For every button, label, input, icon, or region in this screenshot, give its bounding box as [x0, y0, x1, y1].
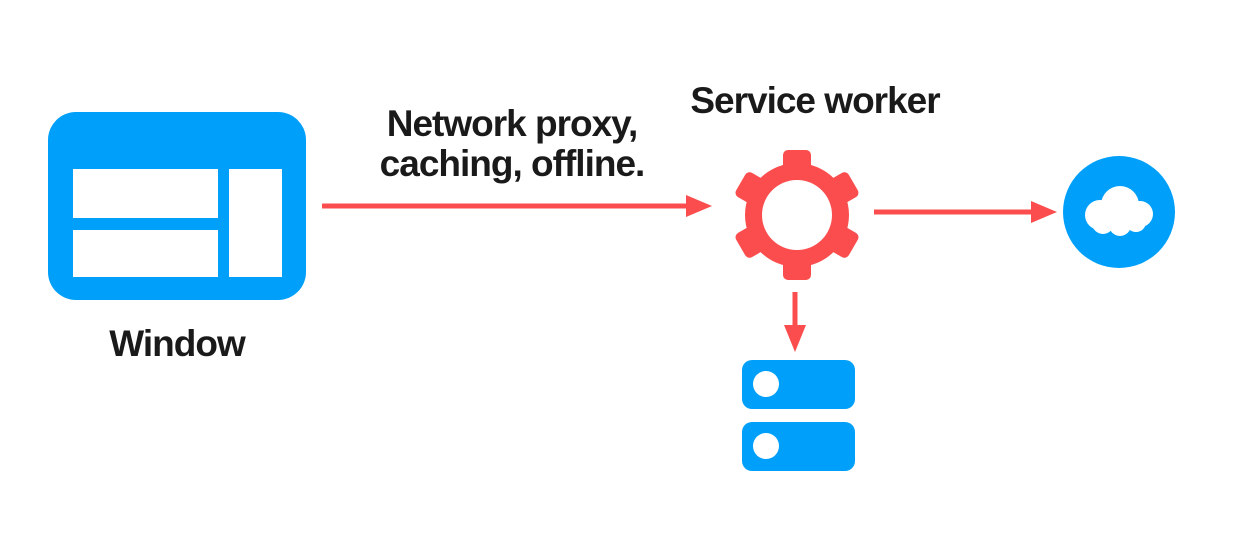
- cloud-glyph: [1085, 186, 1153, 236]
- edge-label-line-2: caching, offline.: [379, 143, 646, 184]
- window-pane-sidebar: [229, 169, 282, 277]
- edge-label-line-1: Network proxy,: [386, 103, 639, 144]
- cloud-icon: [1063, 156, 1175, 268]
- edge-label-network-proxy: Network proxy, caching, offline.: [342, 104, 682, 184]
- gear-hub-hole: [762, 180, 832, 250]
- service-worker-label: Service worker: [690, 80, 940, 121]
- arrow-window-to-service-worker: [322, 195, 712, 217]
- browser-window-icon: [48, 112, 306, 300]
- storage-disk-indicator: [753, 371, 779, 397]
- storage-disks-icon: [742, 360, 855, 484]
- window-pane-bottom: [73, 230, 218, 277]
- storage-disk: [742, 422, 855, 471]
- gear-icon: [735, 150, 859, 280]
- arrow-service-worker-to-network: [874, 201, 1057, 223]
- window-pane-top: [73, 169, 218, 218]
- storage-disk: [742, 360, 855, 409]
- storage-disk-indicator: [753, 433, 779, 459]
- window-label: Window: [109, 323, 245, 364]
- arrow-service-worker-to-storage: [784, 292, 806, 352]
